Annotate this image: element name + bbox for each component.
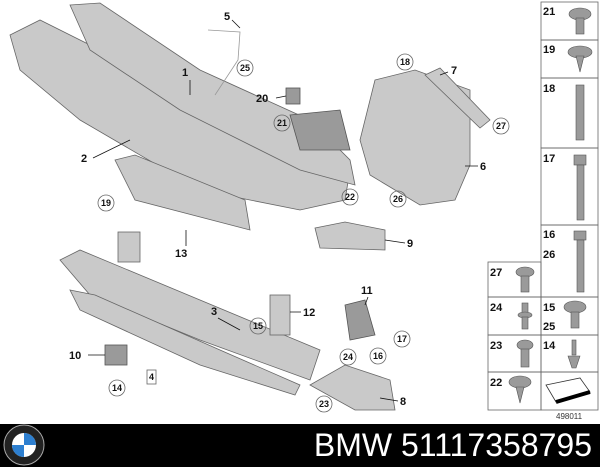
callout-9: 9: [407, 238, 413, 250]
callout-15: 15: [249, 317, 267, 335]
callout-18: 18: [396, 53, 414, 71]
part-8-grille: [309, 364, 396, 411]
svg-text:4: 4: [149, 372, 154, 382]
fastener-26: 26: [543, 249, 555, 261]
part-7: [424, 67, 491, 129]
callout-13: 13: [175, 248, 187, 260]
callout-27: 27: [492, 117, 510, 135]
callout-8: 8: [400, 396, 406, 408]
fastener-21: 21: [543, 6, 555, 18]
svg-text:17: 17: [397, 334, 407, 344]
svg-text:15: 15: [253, 321, 263, 331]
fastener-23: 23: [490, 340, 502, 352]
callout-12: 12: [303, 307, 315, 319]
callout-5: 5: [224, 11, 230, 23]
callout-19: 19: [97, 194, 115, 212]
part-9: [314, 221, 386, 251]
callout-17: 17: [393, 330, 411, 348]
callout-26: 26: [389, 190, 407, 208]
part-20: [285, 87, 301, 105]
callout-25: 25: [236, 59, 254, 77]
fastener-17: 17: [543, 153, 555, 165]
fastener-18: 18: [543, 83, 555, 95]
callout-7: 7: [451, 65, 457, 77]
svg-text:27: 27: [496, 121, 506, 131]
callout-1: 1: [182, 67, 188, 79]
callout-23: 23: [315, 395, 333, 413]
part-13: [114, 154, 251, 231]
fastener-24: 24: [490, 302, 503, 314]
fastener-16: 16: [543, 229, 555, 241]
drawing-number: 498011: [556, 412, 583, 421]
part-3-lower: [59, 231, 321, 396]
footer-bar: BMW 51117358795: [0, 424, 600, 467]
callout-20: 20: [256, 93, 268, 105]
callout-10: 10: [69, 350, 81, 362]
svg-text:23: 23: [319, 399, 329, 409]
part-number-title: BMW 51117358795: [313, 427, 592, 463]
bmw-logo: [3, 424, 45, 466]
svg-text:14: 14: [112, 383, 122, 393]
fastener-14: 14: [543, 340, 556, 352]
svg-text:18: 18: [400, 57, 410, 67]
fastener-25: 25: [543, 321, 555, 333]
part-11: [344, 299, 376, 341]
part-12: [269, 294, 291, 336]
fastener-27: 27: [490, 267, 502, 279]
svg-text:21: 21: [277, 118, 287, 128]
callout-21: 21: [273, 114, 291, 132]
svg-text:25: 25: [240, 63, 250, 73]
part-1-carrier: [69, 2, 356, 186]
callout-24: 24: [339, 348, 357, 366]
svg-text:19: 19: [101, 198, 111, 208]
svg-text:26: 26: [393, 194, 403, 204]
part-10: [104, 344, 128, 366]
callout-2: 2: [81, 153, 87, 165]
callout-11: 11: [361, 285, 373, 297]
fastener-22: 22: [490, 377, 502, 389]
circled-callouts: 25 18 21 27 19 22 26 15 16 17 24 14 23 4: [97, 53, 510, 413]
fastener-15: 15: [543, 302, 555, 314]
callout-16: 16: [369, 347, 387, 365]
svg-text:24: 24: [343, 352, 353, 362]
parts-diagram: 5 1 7 20 2 6 13 9 11 12 3 10 8 25 18 21 …: [9, 1, 599, 421]
callout-22: 22: [341, 188, 359, 206]
svg-text:22: 22: [345, 192, 355, 202]
callout-14: 14: [108, 379, 126, 397]
callout-3: 3: [211, 306, 217, 318]
callout-4: 4: [146, 369, 157, 385]
callout-6: 6: [480, 161, 486, 173]
svg-text:16: 16: [373, 351, 383, 361]
part-5-bracket: [207, 29, 241, 96]
fastener-panel: 21 19 18 17 16 26 27 24 15 25 23 14 22 4…: [487, 1, 599, 421]
fastener-19: 19: [543, 44, 555, 56]
